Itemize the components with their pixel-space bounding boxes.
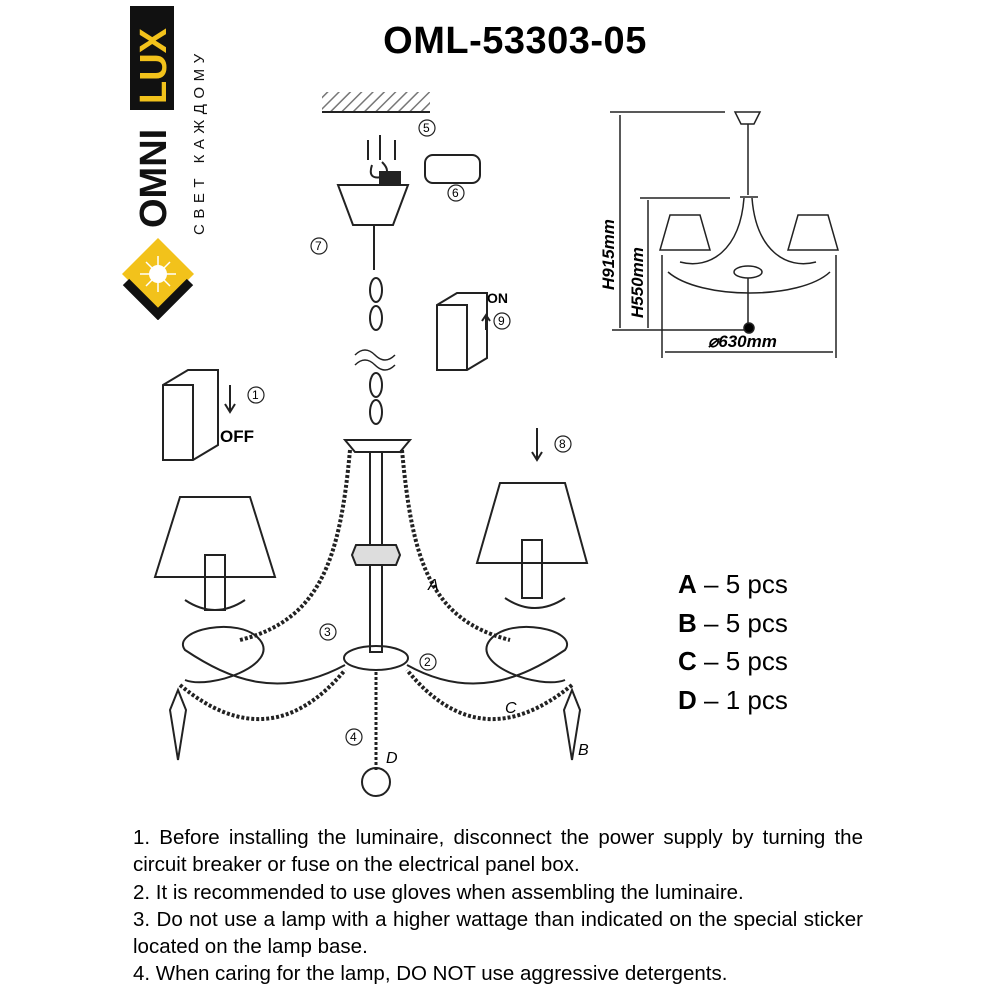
part-letter-c: C	[505, 700, 517, 717]
svg-text:8: 8	[559, 437, 566, 451]
height-body-label: H550mm	[628, 247, 647, 318]
callout-4: 4	[345, 728, 363, 746]
shade-left	[153, 496, 277, 611]
callout-6: 6	[447, 184, 465, 202]
parts-list-item: A – 5 pcs	[678, 569, 788, 599]
instruction-item: 4. When caring for the lamp, DO NOT use …	[133, 962, 728, 986]
logo-omni: OMNI	[133, 129, 175, 228]
dimension-drawing	[610, 111, 839, 358]
switch-off	[162, 369, 236, 461]
height-total-label: H915mm	[599, 219, 618, 290]
model-title: OML-53303-05	[383, 20, 647, 62]
diameter-label: ⌀630mm	[708, 332, 777, 351]
callout-8: 8	[554, 435, 572, 453]
svg-text:4: 4	[350, 730, 357, 744]
part-letter-d: D	[386, 750, 398, 767]
parts-list-item: C – 5 pcs	[678, 646, 788, 676]
logo-tagline: СВЕТ КАЖДОМУ	[191, 48, 208, 235]
instruction-item: 2. It is recommended to use gloves when …	[133, 880, 744, 904]
chain	[354, 225, 396, 425]
svg-text:2: 2	[424, 655, 431, 669]
svg-text:9: 9	[498, 314, 505, 328]
crystal-ball	[361, 767, 391, 797]
parts-list: A – 5 pcs B – 5 pcs C – 5 pcs D – 1 pcs	[678, 565, 788, 719]
svg-text:7: 7	[315, 239, 322, 253]
parts-list-item: D – 1 pcs	[678, 684, 788, 715]
assembly-diagram: H915mm H550mm ⌀630mm OFF ON A B C D 1 2 …	[153, 92, 839, 797]
svg-text:1: 1	[252, 388, 259, 402]
ceiling-mount	[322, 92, 430, 226]
instruction-item: 1. Before installing the luminaire, disc…	[133, 826, 863, 877]
crystal-pendant-left	[168, 687, 188, 761]
off-label: OFF	[220, 427, 254, 446]
svg-text:5: 5	[423, 121, 430, 135]
callout-2: 2	[419, 653, 437, 671]
parts-list-item: B – 5 pcs	[678, 607, 788, 638]
omnilux-logo: LUX OMNI СВЕТ КАЖДОМУ	[122, 6, 208, 320]
callout-1: 1	[247, 386, 265, 404]
chandelier-body	[168, 439, 582, 797]
svg-text:6: 6	[452, 186, 459, 200]
callout-3: 3	[319, 623, 337, 641]
instruction-item: 3. Do not use a lamp with a higher watta…	[133, 907, 863, 959]
down-arrow-8	[531, 428, 543, 462]
svg-text:3: 3	[324, 625, 331, 639]
callout-9: 9	[493, 312, 511, 330]
callout-7: 7	[310, 237, 328, 255]
switch-on	[436, 292, 491, 371]
part-letter-a: A	[427, 577, 439, 594]
crystal-pendant-right	[562, 687, 582, 761]
logo-lux: LUX	[133, 27, 175, 104]
on-label: ON	[487, 290, 508, 306]
shade-right	[475, 482, 589, 609]
callout-5: 5	[418, 119, 436, 137]
part-letter-b: B	[578, 742, 589, 759]
safety-instructions: 1. Before installing the luminaire, disc…	[133, 824, 863, 988]
